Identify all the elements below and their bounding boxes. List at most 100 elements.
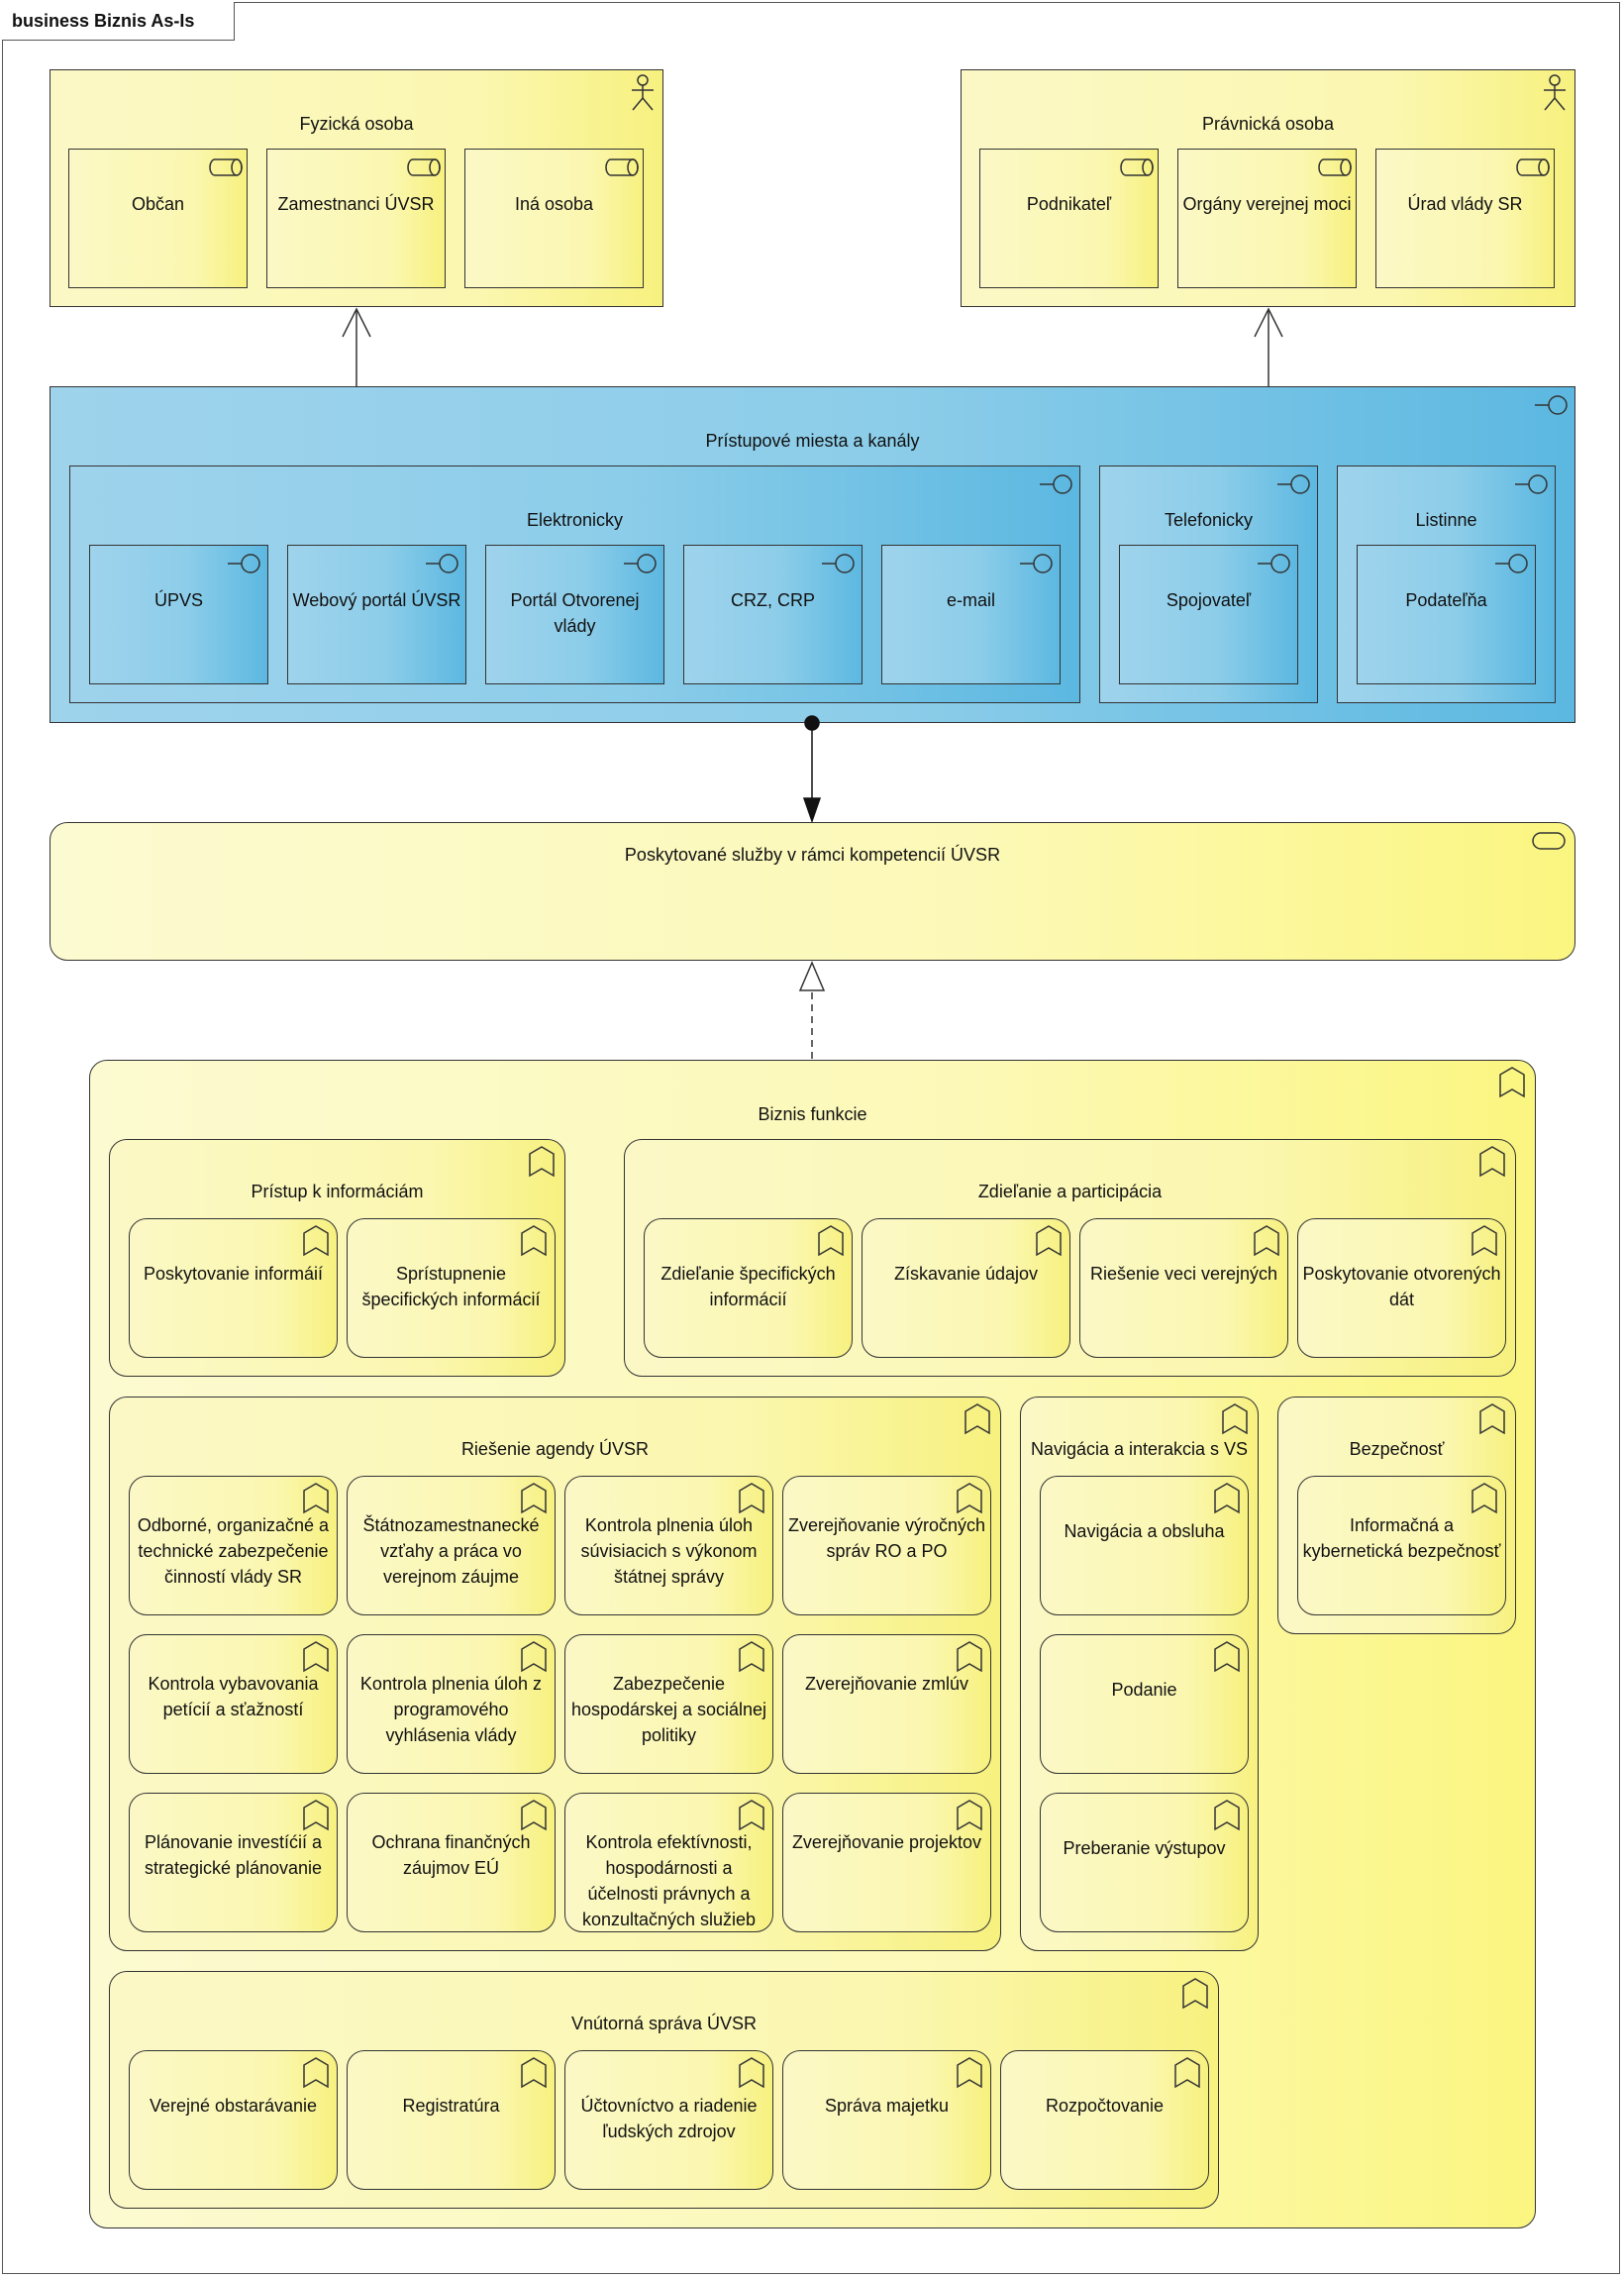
container-title: Bezpečnosť <box>1349 1439 1445 1459</box>
element-label: ÚPVS <box>153 590 204 610</box>
function-pristup-1: Sprístupnenie špecifických informácií <box>347 1218 556 1358</box>
interface-spojovatel: Spojovateľ <box>1119 545 1298 684</box>
element-label: Zabezpečenie hospodárskej a sociálnej po… <box>570 1674 767 1745</box>
element-label: Sprístupnenie špecifických informácií <box>361 1264 541 1309</box>
assignment-relationship <box>802 715 822 824</box>
container-title: Biznis funkcie <box>758 1104 867 1124</box>
element-label: Kontrola plnenia úloh z programového vyh… <box>359 1674 543 1745</box>
container-title: Listinne <box>1415 510 1477 530</box>
function-agenda-5: Kontrola plnenia úloh z programového vyh… <box>347 1634 556 1774</box>
function-agenda-8: Plánovanie investíćií a strategické plán… <box>129 1793 338 1932</box>
interface-lollipop-icon <box>1038 472 1073 501</box>
container-title: Fyzická osoba <box>299 114 414 134</box>
role-1: Zamestnanci ÚVSR <box>266 149 446 288</box>
function-bookmark-icon <box>737 1639 766 1678</box>
actor-stick-figure-icon <box>1541 74 1569 117</box>
function-agenda-9: Ochrana finančných záujmov EÚ <box>347 1793 556 1932</box>
function-bookmark-icon <box>816 1223 846 1262</box>
function-bookmark-icon <box>955 1481 984 1519</box>
element-label: Preberanie výstupov <box>1063 1838 1226 1858</box>
service-pill-icon <box>1531 831 1567 856</box>
container-title: Zdieľanie a participácia <box>977 1182 1163 1201</box>
container-title: Navigácia a interakcia s VS <box>1030 1439 1249 1459</box>
element-label: Odborné, organizačné a technické zabezpe… <box>137 1515 330 1587</box>
function-bookmark-icon <box>1252 1223 1281 1262</box>
role-cylinder-icon <box>1516 157 1550 182</box>
element-label: Informačná a kybernetická bezpečnosť <box>1302 1515 1501 1561</box>
element-label: Občan <box>131 194 185 214</box>
interface-lollipop-icon <box>622 552 658 580</box>
element-label: Portál Otvorenej vlády <box>510 590 640 636</box>
element-label: Podanie <box>1111 1680 1177 1700</box>
function-zdielanie-1: Získavanie údajov <box>862 1218 1070 1358</box>
function-navigacia-1: Podanie <box>1040 1634 1249 1774</box>
role-legal-2: Úrad vlády SR <box>1375 149 1555 288</box>
element-label: Poskytovanie otvorených dát <box>1302 1264 1501 1309</box>
element-label: Štátnozamestnanecké vzťahy a práca vo ve… <box>362 1515 540 1587</box>
function-bookmark-icon <box>963 1401 992 1440</box>
function-vnutorna-4: Rozpočtovanie <box>1000 2050 1209 2190</box>
function-navigacia-0: Navigácia a obsluha <box>1040 1476 1249 1615</box>
function-zdielanie-3: Poskytovanie otvorených dát <box>1297 1218 1506 1358</box>
interface-lollipop-icon <box>1256 552 1291 580</box>
element-label: Spojovateľ <box>1166 590 1252 610</box>
function-bookmark-icon <box>1212 1481 1242 1519</box>
function-bookmark-icon <box>519 1481 549 1519</box>
function-bookmark-icon <box>519 1798 549 1836</box>
function-bookmark-icon <box>301 1639 331 1678</box>
function-agenda-0: Odborné, organizačné a technické zabezpe… <box>129 1476 338 1615</box>
function-bookmark-icon <box>955 1798 984 1836</box>
function-agenda-6: Zabezpečenie hospodárskej a sociálnej po… <box>564 1634 773 1774</box>
interface-electronic-2: Portál Otvorenej vlády <box>485 545 664 684</box>
element-label: Zamestnanci ÚVSR <box>277 194 435 214</box>
element-label: Navigácia a obsluha <box>1064 1521 1225 1541</box>
role-cylinder-icon <box>1318 157 1352 182</box>
function-bookmark-icon <box>737 1481 766 1519</box>
function-bookmark-icon <box>301 1481 331 1519</box>
function-vnutorna-1: Registratúra <box>347 2050 556 2190</box>
element-label: Riešenie veci verejných <box>1089 1264 1278 1284</box>
interface-lollipop-icon <box>1018 552 1054 580</box>
function-bookmark-icon <box>1034 1223 1064 1262</box>
function-bookmark-icon <box>1477 1401 1507 1440</box>
element-label: Zverejňovanie výročných správ RO a PO <box>787 1515 986 1561</box>
interface-lollipop-icon <box>1513 472 1549 501</box>
element-label: Verejné obstarávanie <box>149 2096 318 2116</box>
interface-lollipop-icon <box>1275 472 1311 501</box>
serving-relationship-fyzicka <box>342 307 371 386</box>
element-label: Účtovníctvo a riadenie ľudských zdrojov <box>580 2096 758 2141</box>
interface-podatelna: Podateľňa <box>1357 545 1536 684</box>
element-label: Podateľňa <box>1405 590 1487 610</box>
element-label: Orgány verejnej moci <box>1182 194 1352 214</box>
element-label: Registratúra <box>402 2096 500 2116</box>
container-title: Elektronicky <box>526 510 624 530</box>
function-bookmark-icon <box>737 1798 766 1836</box>
element-label: Rozpočtovanie <box>1045 2096 1165 2116</box>
interface-electronic-4: e-mail <box>881 545 1061 684</box>
function-agenda-1: Štátnozamestnanecké vzťahy a práca vo ve… <box>347 1476 556 1615</box>
element-label: Úrad vlády SR <box>1407 194 1523 214</box>
interface-lollipop-icon <box>1533 393 1569 422</box>
element-label: Plánovanie investíćií a strategické plán… <box>144 1832 323 1878</box>
container-title: Telefonicky <box>1164 510 1254 530</box>
element-label: Iná osoba <box>514 194 594 214</box>
element-label: e-mail <box>946 590 995 610</box>
function-bookmark-icon <box>527 1144 557 1183</box>
function-zdielanie-0: Zdieľanie špecifických informácií <box>644 1218 853 1358</box>
function-pristup-0: Poskytovanie informáií <box>129 1218 338 1358</box>
element-label: Podnikateľ <box>1026 194 1112 214</box>
service-poskytovane-sluzby: Poskytované služby v rámci kompetencií Ú… <box>50 822 1575 961</box>
container-title: Riešenie agendy ÚVSR <box>460 1439 650 1459</box>
function-bookmark-icon <box>1470 1223 1499 1262</box>
element-label: Kontrola efektívnosti, hospodárnosti a ú… <box>581 1832 757 1929</box>
element-label: Správa majetku <box>824 2096 950 2116</box>
container-title: Právnická osoba <box>1201 114 1335 134</box>
function-navigacia-2: Preberanie výstupov <box>1040 1793 1249 1932</box>
container-title: Poskytované služby v rámci kompetencií Ú… <box>624 845 1001 865</box>
function-agenda-11: Zverejňovanie projektov <box>782 1793 991 1932</box>
function-agenda-10: Kontrola efektívnosti, hospodárnosti a ú… <box>564 1793 773 1932</box>
interface-electronic-3: CRZ, CRP <box>683 545 863 684</box>
container-title: Vnútorná správa ÚVSR <box>570 2014 758 2033</box>
